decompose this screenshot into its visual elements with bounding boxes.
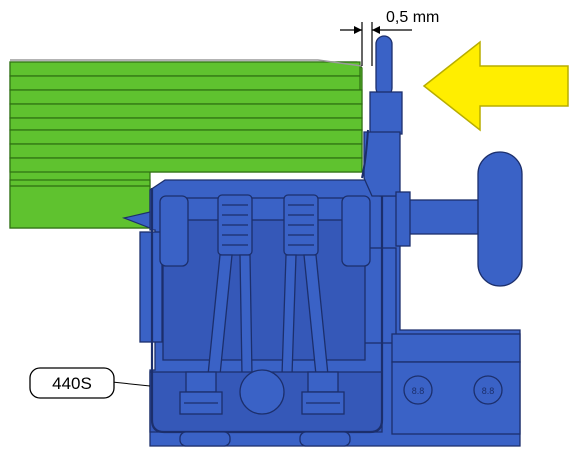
- stop-pin: [375, 35, 393, 97]
- gap-dimension: 0,5 mm: [340, 9, 439, 66]
- screw-right: [473, 375, 503, 405]
- pivot-mount-left: [159, 195, 189, 267]
- knob-shaft: [397, 199, 489, 235]
- profile-layer: [9, 61, 361, 77]
- t-handle-knob: [395, 151, 523, 287]
- pin-guide: [369, 91, 403, 135]
- arrowhead-right: [372, 26, 380, 34]
- shaft-collar: [395, 191, 411, 247]
- rod-inner-left: [239, 254, 253, 376]
- tool-body: 8.8 8.8: [139, 179, 521, 447]
- bolt-right: [301, 371, 345, 415]
- profile-layer: [9, 103, 363, 119]
- bracket-outline: [150, 188, 384, 434]
- profile-layer: [9, 117, 363, 131]
- pivot-mount-right: [341, 195, 371, 267]
- profile-layer: [9, 129, 363, 145]
- pin-bracket: [363, 131, 401, 197]
- spring-left: [217, 194, 253, 256]
- svg-text:8.8: 8.8: [482, 386, 495, 396]
- center-plug: [239, 369, 285, 415]
- gap-dimension-label: 0,5 mm: [386, 9, 439, 26]
- foot-right: [299, 431, 351, 447]
- cross-beam: [169, 197, 361, 221]
- knob-grip: [477, 151, 523, 287]
- callout-box: [29, 367, 115, 399]
- mounting-tab: [121, 211, 151, 229]
- screw-left: [403, 375, 433, 405]
- profile-layer: [9, 157, 363, 173]
- part-callout: 440S: [29, 367, 151, 399]
- stop-pin-assembly: [361, 35, 403, 197]
- green-profile: [9, 59, 363, 229]
- svg-text:8.8: 8.8: [412, 386, 425, 396]
- arrowhead-left: [354, 26, 362, 34]
- profile-layer: [9, 143, 363, 159]
- right-rail: [391, 333, 521, 363]
- profile-lower-lip: [9, 179, 151, 229]
- profile-layer: [9, 75, 361, 91]
- profile-layer: [9, 89, 363, 105]
- bolt-left: [179, 371, 223, 415]
- spring-right: [283, 194, 319, 256]
- arrow-left-icon: [422, 40, 569, 132]
- inner-cavity: [162, 199, 366, 361]
- profile-cover-sheet: [10, 59, 363, 67]
- part-number-label: 440S: [52, 374, 92, 393]
- bent-sheet: [361, 129, 369, 179]
- callout-leader: [111, 381, 151, 387]
- foot-left: [179, 431, 231, 447]
